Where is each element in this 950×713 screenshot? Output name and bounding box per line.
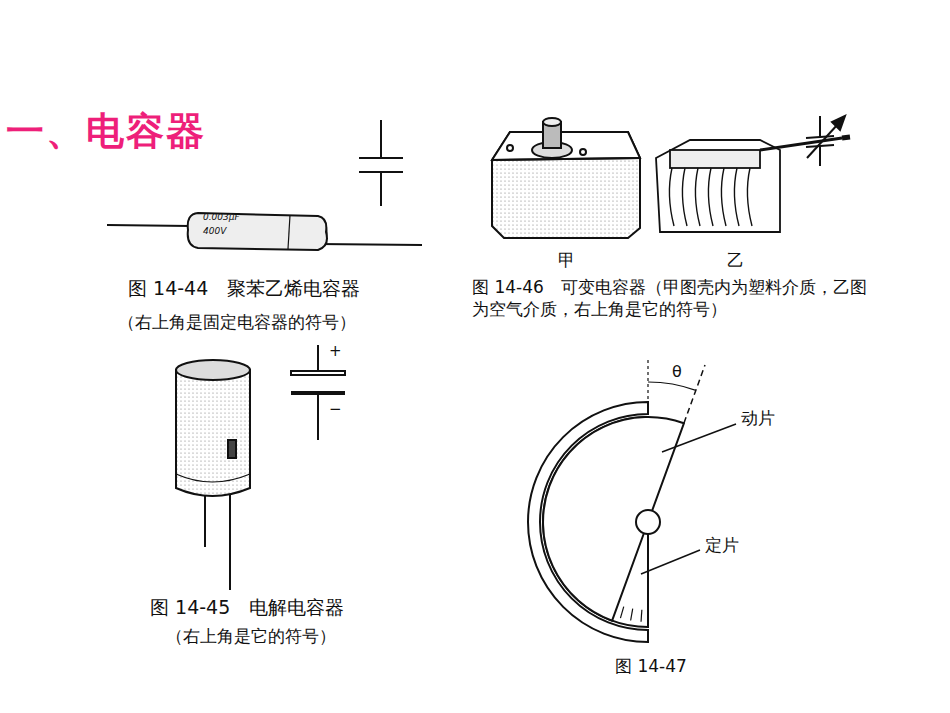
plate-fin [669,168,674,226]
plate-fin [695,168,700,226]
value-marking: 400V [203,226,226,238]
polystyrene-capacitor [107,213,422,250]
figure-part-label: 乙 [727,249,744,271]
figure-caption: 图 14-47 [615,655,687,677]
hatch-line [631,609,633,621]
figure-caption: 图 14-46 可变电容器（甲图壳内为塑料介质，乙图为空气介质，右上角是它的符号… [472,276,872,320]
plate-fin [734,168,739,226]
plate-fin [682,168,687,226]
figure-caption: 图 14-45 电解电容器 [150,595,344,620]
figure-note: （右上角是它的符号） [166,625,336,647]
rotor-stator-diagram [528,360,736,642]
part-name: 定片 [705,534,739,556]
figure-note: （右上角是固定电容器的符号） [118,311,356,333]
polarity-sign: − [329,400,342,420]
variable-capacitor-air [656,137,850,232]
hatch-line [640,610,642,622]
polarity-sign: + [329,342,342,362]
value-marking: 0.003μF [203,212,240,224]
plate-fin [747,168,752,226]
angle-label: θ [672,362,682,383]
section-title: 一、电容器 [6,106,206,157]
electrolytic-capacitor [176,360,250,590]
figure-caption: 图 14-44 聚苯乙烯电容器 [128,276,360,301]
fixed-capacitor-symbol [359,120,403,206]
figure-part-label: 甲 [558,249,575,271]
plate-fin [721,168,726,226]
variable-capacitor-box [492,118,640,238]
variable-capacitor-symbol [806,116,845,166]
part-name: 动片 [741,407,775,429]
hatch-line [620,607,623,619]
plate-fin [708,168,713,226]
